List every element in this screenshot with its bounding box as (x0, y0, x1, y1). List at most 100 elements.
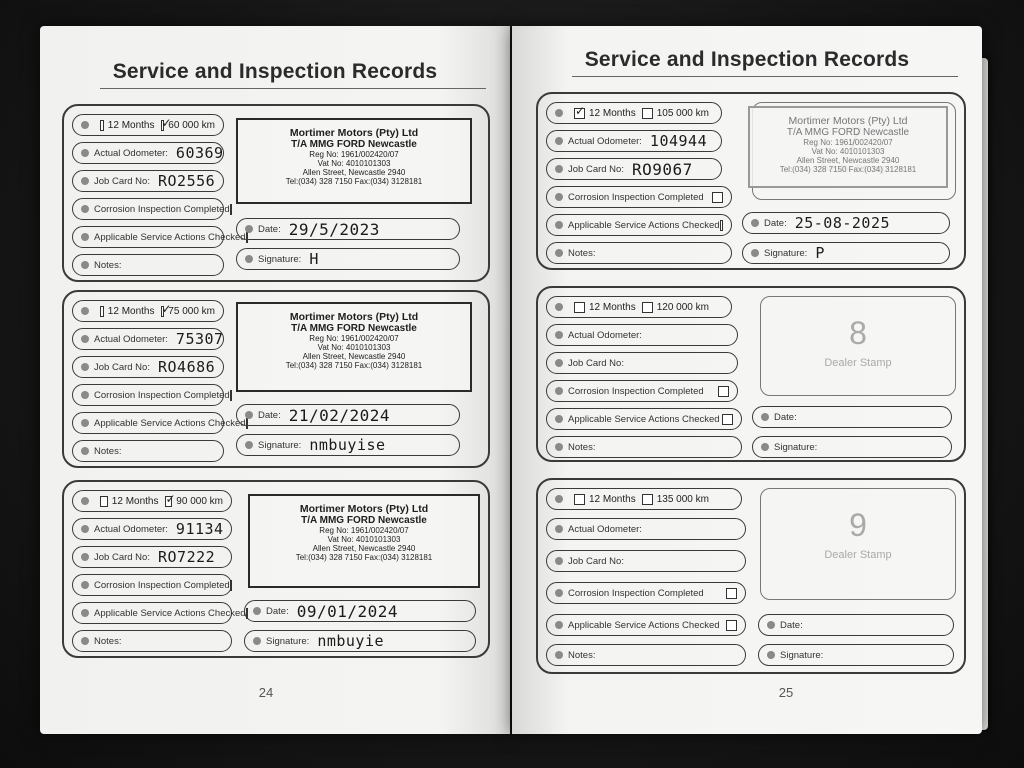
odometer-field[interactable]: Actual Odometer: 104944 (546, 130, 722, 152)
odometer-field[interactable]: Actual Odometer: 91134 (72, 518, 232, 540)
bullet-icon (555, 331, 563, 339)
corrosion-checkbox[interactable] (229, 203, 232, 215)
corrosion-label: Corrosion Inspection Completed (568, 587, 704, 599)
signature-field[interactable]: Signature: nmbuyie (244, 630, 476, 652)
bullet-icon (81, 497, 89, 505)
date-field[interactable]: Date: (752, 406, 952, 428)
service-actions-checkbox[interactable] (719, 219, 723, 231)
date-label: Date: (258, 409, 281, 421)
notes-field[interactable]: Notes: (546, 242, 732, 264)
date-field[interactable]: Date: 09/01/2024 (244, 600, 476, 622)
km-checkbox[interactable] (641, 301, 653, 313)
service-actions-field: Applicable Service Actions Checked (546, 408, 742, 430)
signature-field[interactable]: Signature: H (236, 248, 460, 270)
km-checkbox[interactable] (160, 302, 171, 317)
dealer-stamp-label: Dealer Stamp (824, 357, 892, 369)
job-card-label: Job Card No: (568, 163, 624, 175)
stamp-line-1: Mortimer Motors (Pty) Ltd (289, 311, 419, 323)
date-label: Date: (764, 217, 787, 229)
left-page: Service and Inspection Records 12 Months… (40, 26, 510, 734)
km-checkbox[interactable] (641, 493, 653, 505)
date-label: Date: (780, 619, 803, 631)
job-card-field[interactable]: Job Card No: (546, 550, 746, 572)
signature-field[interactable]: Signature: (752, 436, 952, 458)
months-checkbox[interactable] (100, 305, 104, 317)
service-actions-checkbox[interactable] (726, 619, 737, 631)
interval-pill: 12 Months 105 000 km (546, 102, 722, 124)
signature-field[interactable]: Signature: (758, 644, 954, 666)
stamp-line-2: T/A MMG FORD Newcastle (291, 139, 417, 150)
corrosion-field: Corrosion Inspection Completed (72, 198, 232, 220)
corrosion-checkbox[interactable] (726, 587, 737, 599)
job-card-field[interactable]: Job Card No: RO9067 (546, 158, 722, 180)
signature-label: Signature: (764, 247, 808, 259)
bullet-icon (555, 359, 563, 367)
corrosion-checkbox[interactable] (718, 385, 729, 397)
job-card-label: Job Card No: (568, 357, 624, 369)
bullet-icon (81, 391, 89, 399)
right-page: Service and Inspection Records 12 Months… (512, 26, 982, 734)
notes-field[interactable]: Notes: (72, 254, 224, 276)
bullet-icon (81, 581, 89, 589)
corrosion-label: Corrosion Inspection Completed (94, 389, 230, 401)
date-field[interactable]: Date: (758, 614, 954, 636)
date-value: 21/02/2024 (288, 405, 391, 425)
job-card-field[interactable]: Job Card No: RO4686 (72, 356, 224, 378)
job-card-field[interactable]: Job Card No: (546, 352, 738, 374)
corrosion-checkbox[interactable] (229, 579, 232, 591)
months-checkbox[interactable] (574, 301, 585, 313)
corrosion-checkbox[interactable] (229, 389, 232, 401)
date-field[interactable]: Date: 21/02/2024 (236, 404, 460, 426)
bullet-icon (81, 525, 89, 533)
months-checkbox[interactable] (100, 119, 104, 131)
corrosion-label: Corrosion Inspection Completed (568, 191, 704, 203)
notes-field[interactable]: Notes: (72, 440, 224, 462)
service-actions-field: Applicable Service Actions Checked (72, 412, 248, 434)
dealer-stamp-label: Dealer Stamp (824, 549, 892, 561)
months-checkbox[interactable] (574, 104, 585, 119)
odometer-field[interactable]: Actual Odometer: 75307 (72, 328, 224, 350)
bullet-icon (761, 443, 769, 451)
bullet-icon (245, 441, 253, 449)
months-checkbox[interactable] (100, 495, 108, 507)
job-card-field[interactable]: Job Card No: RO2556 (72, 170, 224, 192)
odometer-value: 91134 (175, 520, 224, 538)
signature-field[interactable]: Signature: nmbuyise (236, 434, 460, 456)
odometer-field[interactable]: Actual Odometer: 60369 (72, 142, 224, 164)
km-checkbox[interactable] (164, 492, 175, 507)
bullet-icon (81, 447, 89, 455)
corrosion-label: Corrosion Inspection Completed (568, 385, 704, 397)
corrosion-field: Corrosion Inspection Completed (546, 380, 738, 402)
notes-field[interactable]: Notes: (546, 436, 742, 458)
corrosion-checkbox[interactable] (712, 191, 723, 203)
odometer-field[interactable]: Actual Odometer: (546, 324, 738, 346)
signature-field[interactable]: Signature: P (742, 242, 950, 264)
date-field[interactable]: Date: 25-08-2025 (742, 212, 950, 234)
km-checkbox[interactable] (160, 116, 171, 131)
notes-field[interactable]: Notes: (546, 644, 746, 666)
stamp-number: 9 (849, 507, 867, 543)
bullet-icon (555, 443, 563, 451)
stamp-line-4: Vat No: 4010101303 (327, 535, 401, 544)
months-checkbox[interactable] (574, 493, 585, 505)
bullet-icon (81, 609, 89, 617)
bullet-icon (81, 205, 89, 213)
km-checkbox[interactable] (641, 107, 653, 119)
bullet-icon (81, 261, 89, 269)
date-value: 25-08-2025 (794, 214, 891, 232)
stamp-line-6: Tel:(034) 328 7150 Fax:(034) 3128181 (295, 553, 433, 562)
service-actions-label: Applicable Service Actions Checked (568, 413, 720, 425)
notes-field[interactable]: Notes: (72, 630, 232, 652)
job-card-field[interactable]: Job Card No: RO7222 (72, 546, 232, 568)
notes-label: Notes: (568, 247, 596, 259)
service-actions-checkbox[interactable] (722, 413, 733, 425)
stamp-line-4: Vat No: 4010101303 (317, 343, 391, 352)
signature-label: Signature: (780, 649, 824, 661)
months-label: 12 Months (589, 493, 636, 505)
bullet-icon (555, 525, 563, 533)
odometer-field[interactable]: Actual Odometer: (546, 518, 746, 540)
odometer-label: Actual Odometer: (568, 523, 642, 535)
service-actions-field: Applicable Service Actions Checked (546, 214, 732, 236)
bullet-icon (245, 411, 253, 419)
date-field[interactable]: Date: 29/5/2023 (236, 218, 460, 240)
